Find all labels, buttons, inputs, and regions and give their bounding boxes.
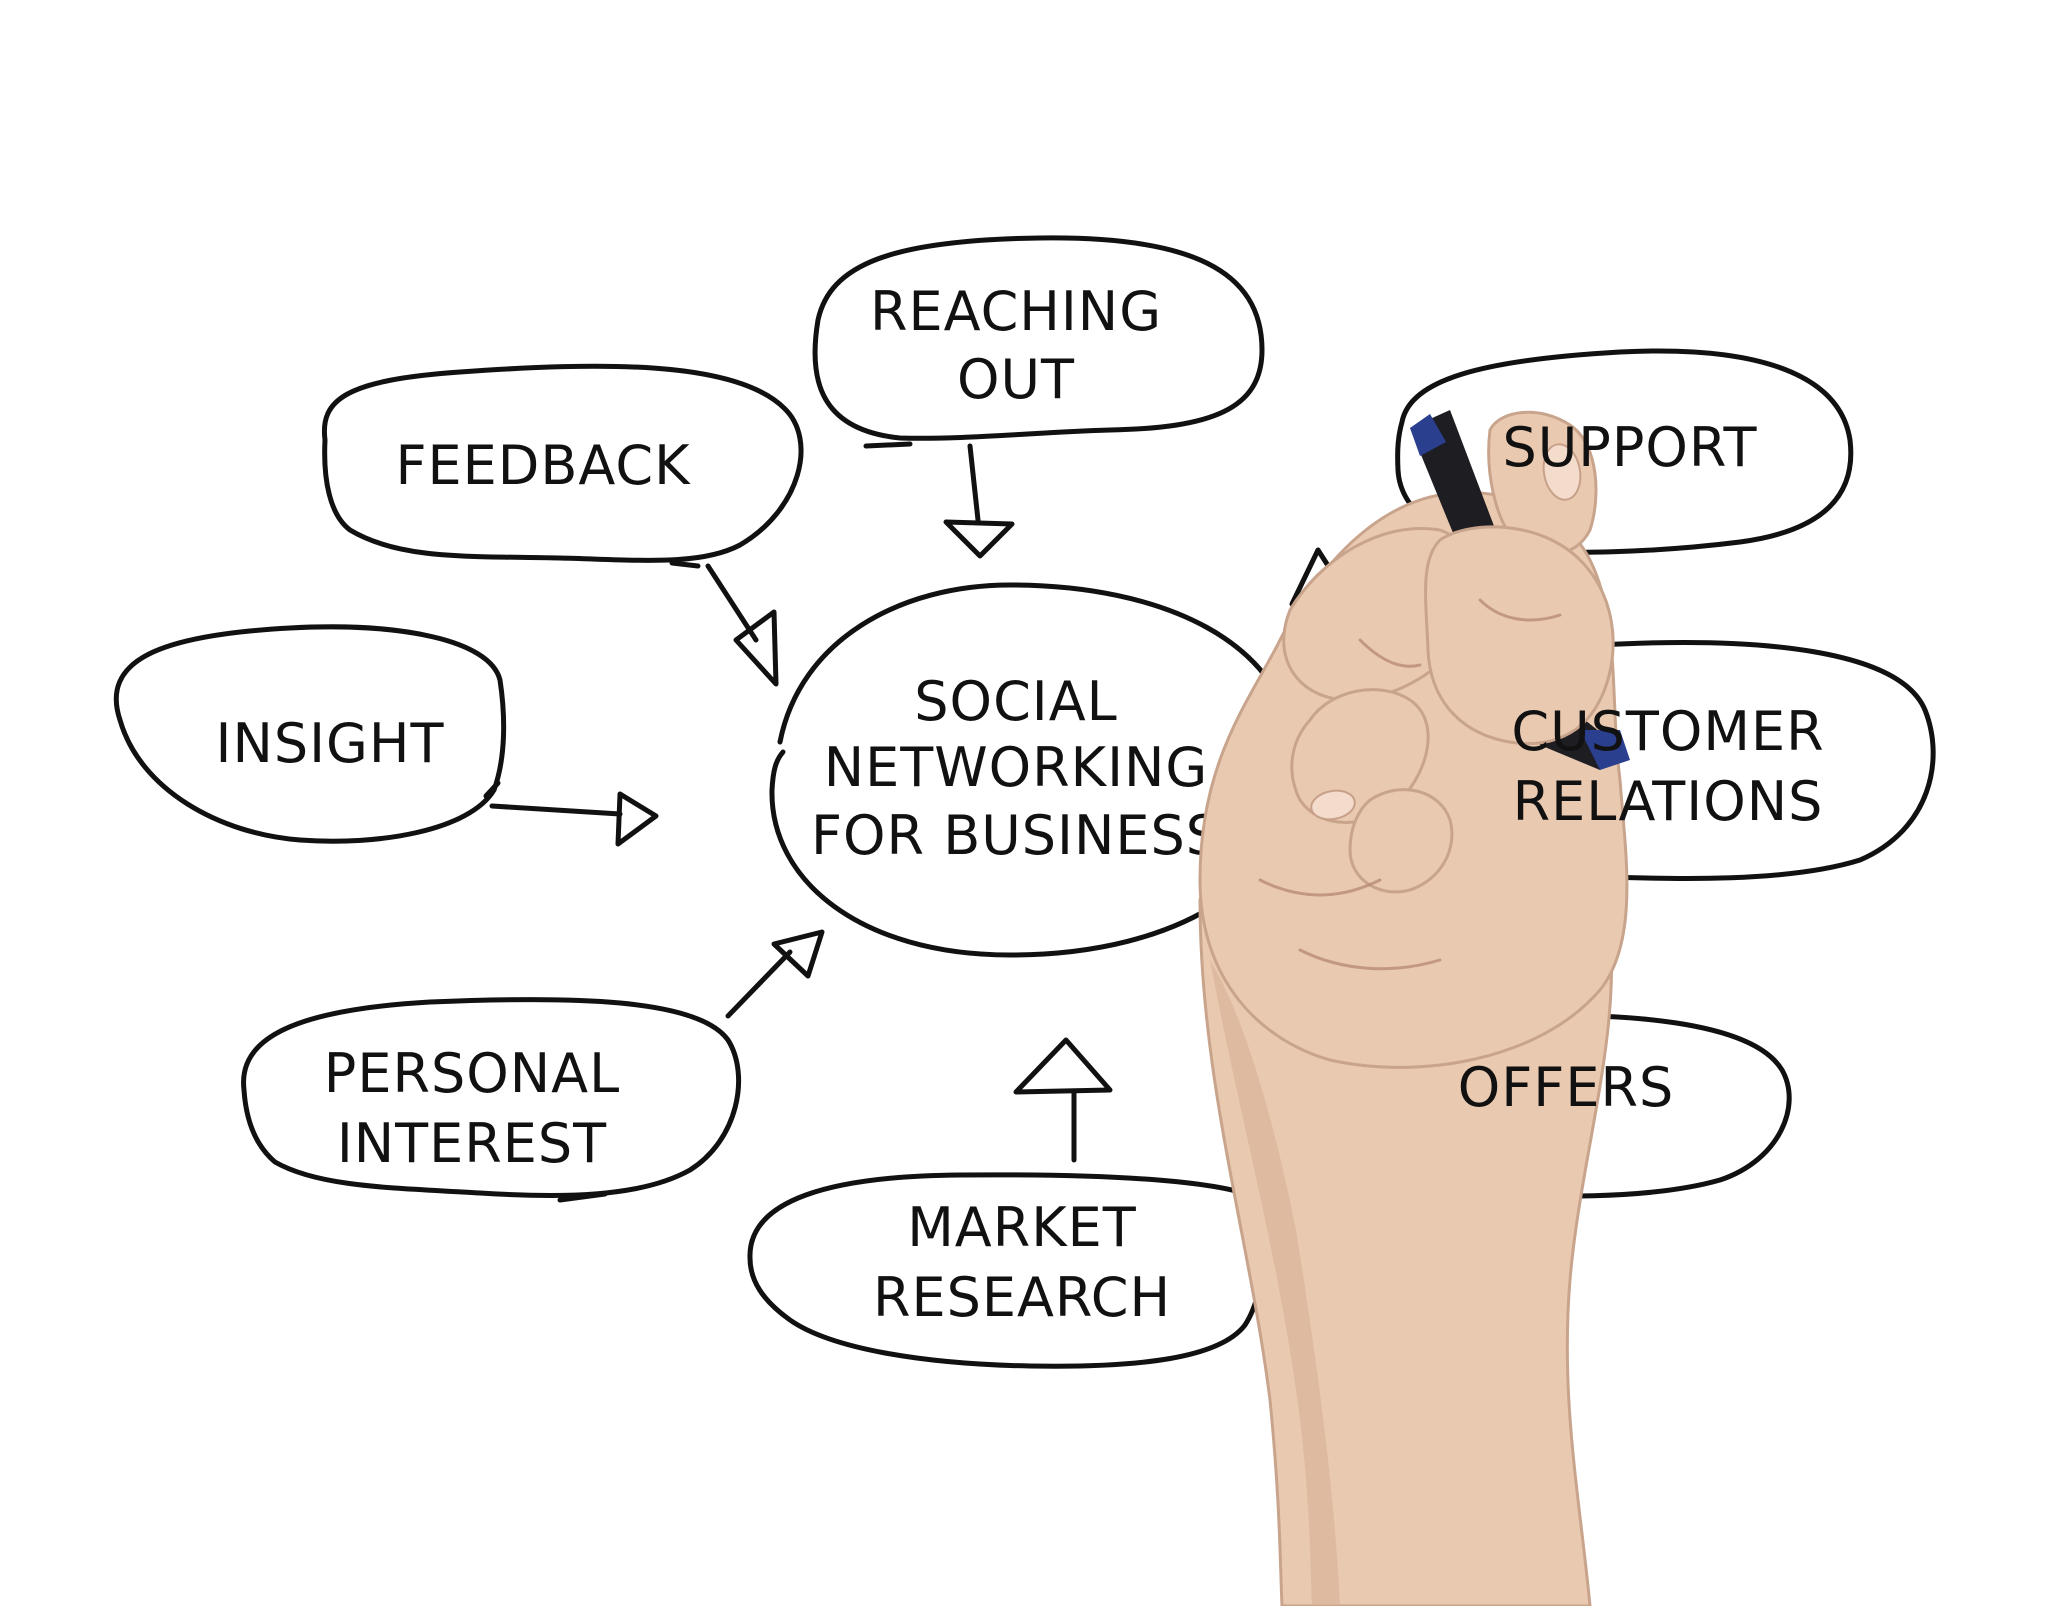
reaching-out-bubble bbox=[812, 235, 1265, 441]
personal-interest-bubble bbox=[241, 997, 742, 1198]
market-research-arrowhead bbox=[1013, 1037, 1113, 1095]
personal-interest-bubble-tail bbox=[557, 1191, 608, 1203]
personal-interest-arrow bbox=[725, 949, 793, 1019]
reaching-out-label-line1: REACHING bbox=[870, 280, 1162, 343]
reaching-out-bubble-tail bbox=[863, 441, 913, 449]
reaching-out-label-line2: OUT bbox=[957, 348, 1075, 411]
center-label-line2: NETWORKING bbox=[824, 736, 1209, 799]
market-research-label-line2: RESEARCH bbox=[873, 1266, 1171, 1329]
insight-label: INSIGHT bbox=[216, 712, 445, 775]
feedback-arrowhead bbox=[733, 609, 779, 687]
personal-interest-label-line1: PERSONAL bbox=[324, 1042, 620, 1105]
customer-relations-label-line2: RELATIONS bbox=[1513, 770, 1824, 833]
insight-arrow bbox=[489, 803, 623, 817]
personal-interest-arrowhead bbox=[771, 929, 825, 979]
feedback-arrow bbox=[705, 563, 759, 643]
customer-relations-label-line1: CUSTOMER bbox=[1511, 700, 1824, 763]
support-label: SUPPORT bbox=[1502, 416, 1757, 479]
feedback-bubble-tail bbox=[669, 560, 701, 569]
offers-label: OFFERS bbox=[1458, 1056, 1675, 1119]
center-label-line3: FOR BUSINESS bbox=[811, 804, 1221, 867]
market-research-label-line1: MARKET bbox=[907, 1196, 1137, 1259]
reaching-out-arrow bbox=[967, 443, 981, 523]
personal-interest-label-line2: INTEREST bbox=[337, 1112, 607, 1175]
hand-holding-marker-icon bbox=[1198, 410, 1630, 1606]
reaching-out-arrowhead bbox=[943, 519, 1015, 559]
insight-arrowhead bbox=[615, 791, 659, 847]
insight-bubble-tail bbox=[483, 780, 501, 799]
center-label-line1: SOCIAL bbox=[914, 670, 1117, 733]
feedback-label: FEEDBACK bbox=[395, 434, 691, 497]
feedback-bubble bbox=[321, 363, 804, 563]
insight-bubble bbox=[113, 624, 507, 844]
